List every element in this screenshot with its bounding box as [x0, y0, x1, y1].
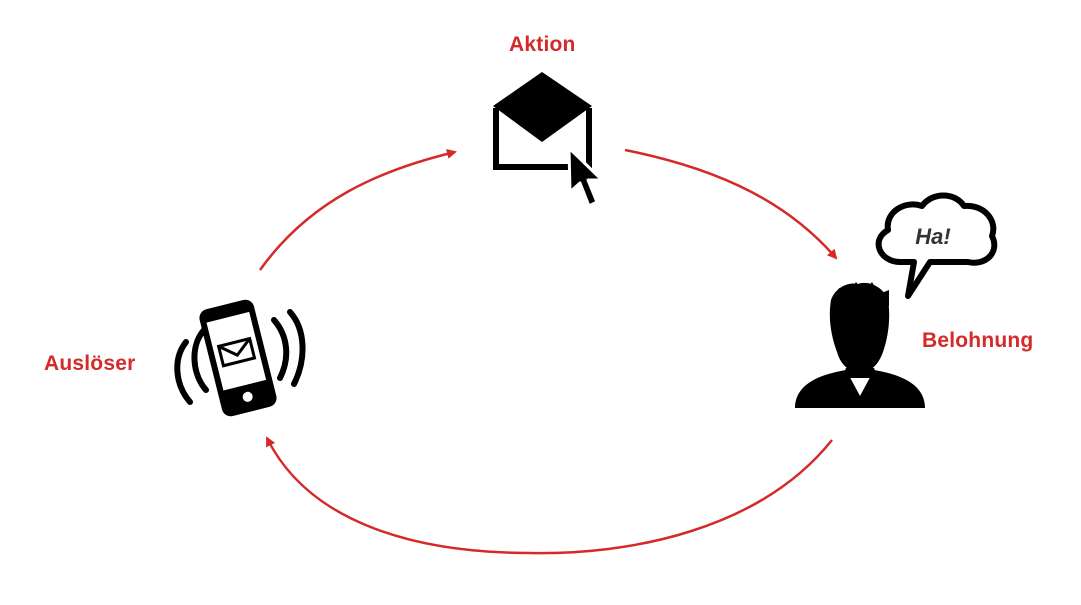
- arrow-trigger-to-action: [258, 149, 457, 271]
- node-label-reward: Belohnung: [922, 329, 1034, 352]
- person-icon: [795, 282, 925, 408]
- node-label-action: Aktion: [509, 33, 576, 56]
- envelope-cursor-icon: [493, 72, 604, 208]
- ringing-phone-icon: [174, 299, 306, 417]
- speech-bubble-icon: Ha!: [875, 192, 998, 299]
- speech-bubble-text: Ha!: [915, 224, 950, 249]
- arrow-reward-to-trigger: [265, 436, 833, 555]
- arrow-action-to-reward: [624, 148, 838, 260]
- node-label-trigger: Auslöser: [44, 352, 136, 375]
